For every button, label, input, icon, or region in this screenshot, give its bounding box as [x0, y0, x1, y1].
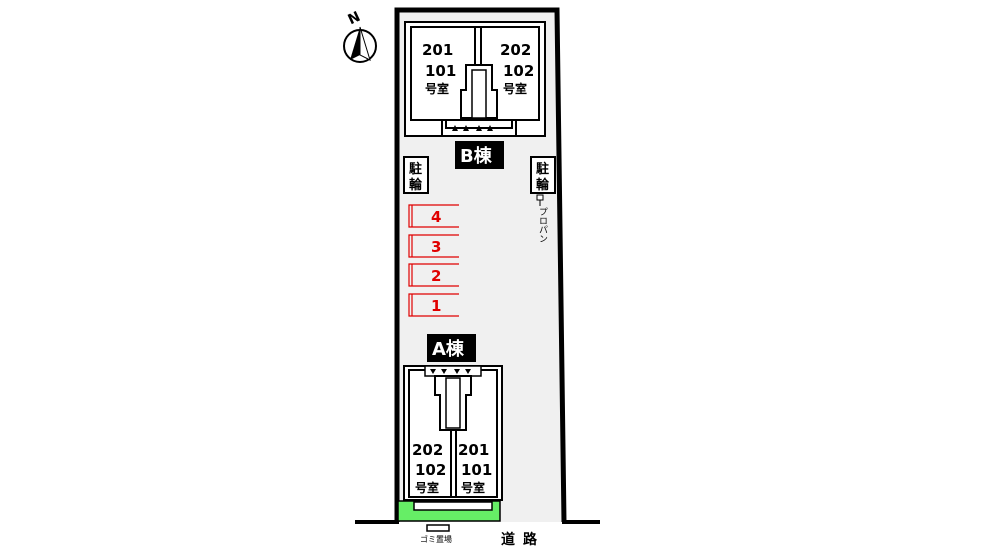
parking-space-4: 4: [431, 208, 441, 226]
road-label: 道路: [501, 531, 545, 548]
propane-tank: プロパン: [536, 194, 548, 243]
bike-parking-right-line2: 輪: [536, 177, 550, 193]
building-b-label: B棟: [460, 145, 493, 167]
bike-parking-left-line1: 駐: [409, 161, 422, 177]
building-b-unit-1-upper: 201: [422, 41, 453, 59]
north-arrow: N: [343, 9, 377, 63]
bike-parking-right: 駐 輪: [530, 156, 556, 194]
building-a-unit-2-lower: 101: [461, 461, 492, 479]
building-a-label-box: [427, 334, 476, 362]
bike-parking-right-line1: 駐: [536, 161, 549, 177]
building-a-unit-1-lower: 102: [415, 461, 446, 479]
building-b-unit-2-upper: 202: [500, 41, 531, 59]
garbage-label: ゴミ置場: [420, 534, 452, 544]
building-b-unit-2-suffix: 号室: [503, 81, 527, 96]
building-a-unit-1-suffix: 号室: [415, 480, 439, 495]
building-b-unit-2-lower: 102: [503, 62, 534, 80]
building-a-unit-1-upper: 202: [412, 441, 443, 459]
parking-space-1: 1: [431, 297, 441, 315]
building-b-unit-1-suffix: 号室: [425, 81, 449, 96]
building-a-unit-2-upper: 201: [458, 441, 489, 459]
parking-space-3: 3: [431, 238, 441, 256]
north-label: N: [346, 9, 363, 28]
propane-label: プロパン: [537, 207, 548, 243]
parking-area: [408, 204, 459, 317]
building-a: A棟 202 102 号室 201 101 号室: [403, 334, 503, 511]
building-a-label: A棟: [432, 338, 465, 360]
parking-space-2: 2: [431, 267, 441, 285]
building-b: B棟 201 101 号室 202 102 号室: [404, 21, 546, 169]
bike-parking-left: 駐 輪: [403, 156, 429, 194]
garbage-area: ゴミ置場: [420, 524, 452, 544]
building-b-unit-1-lower: 101: [425, 62, 456, 80]
bike-parking-left-line2: 輪: [409, 177, 423, 193]
building-b-label-box: [455, 141, 504, 169]
building-a-unit-2-suffix: 号室: [461, 480, 485, 495]
